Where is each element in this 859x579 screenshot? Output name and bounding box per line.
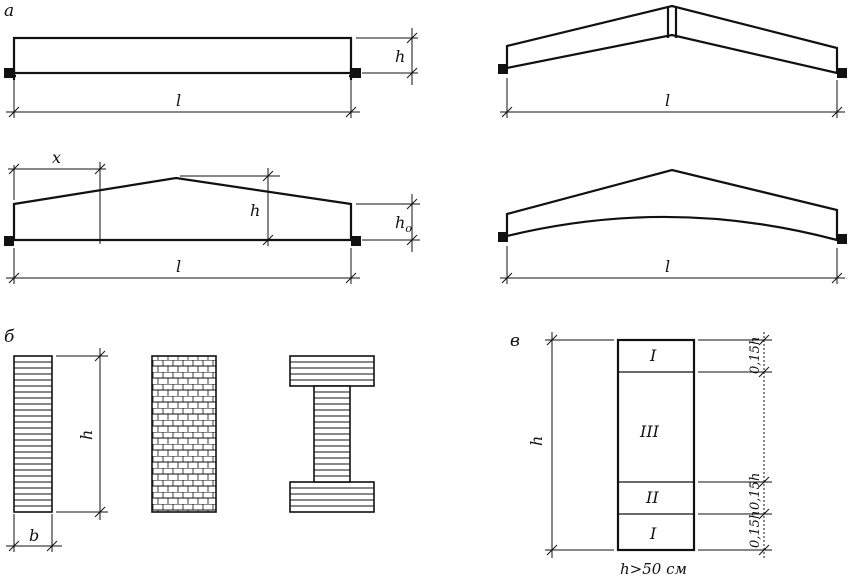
section-height-label: h bbox=[77, 430, 96, 440]
panel-v-label: в bbox=[510, 331, 520, 351]
beam3-x-label: x bbox=[52, 148, 61, 167]
section-rectangular-laminated bbox=[6, 348, 108, 552]
zone-lower-label: II bbox=[645, 488, 659, 507]
section-i-beam bbox=[289, 355, 375, 513]
beam-rectangular bbox=[4, 28, 418, 118]
beam1-span-label: l bbox=[176, 91, 181, 110]
dim-top-label: 0,15h bbox=[748, 337, 763, 374]
section-width-label: b bbox=[29, 526, 39, 545]
dim-bot-label: 0,15h bbox=[748, 511, 763, 548]
panel-b-label: б bbox=[4, 327, 15, 347]
panel-a-label: а bbox=[4, 1, 14, 21]
section-zoned bbox=[545, 332, 772, 558]
beam2-span-label: l bbox=[665, 91, 670, 110]
beam4-span-label: l bbox=[665, 257, 670, 276]
beam3-span-label: l bbox=[176, 257, 181, 276]
beam-arched bbox=[498, 168, 847, 284]
zone-bottom-label: I bbox=[649, 524, 657, 543]
condition-label: h>50 см bbox=[620, 560, 687, 578]
zoned-height-label: h bbox=[527, 436, 546, 446]
zone-middle-label: III bbox=[639, 422, 660, 441]
beam1-height-label: h bbox=[395, 47, 405, 66]
beam-gable bbox=[498, 4, 847, 118]
dim-mid-label: 0,15h bbox=[748, 473, 763, 510]
beam3-height-label: h bbox=[250, 201, 260, 220]
zone-top-label: I bbox=[649, 346, 657, 365]
beam-trapezoidal bbox=[4, 162, 420, 284]
section-brick-pattern bbox=[151, 355, 217, 513]
beam3-height-end-label: ho bbox=[395, 213, 412, 235]
